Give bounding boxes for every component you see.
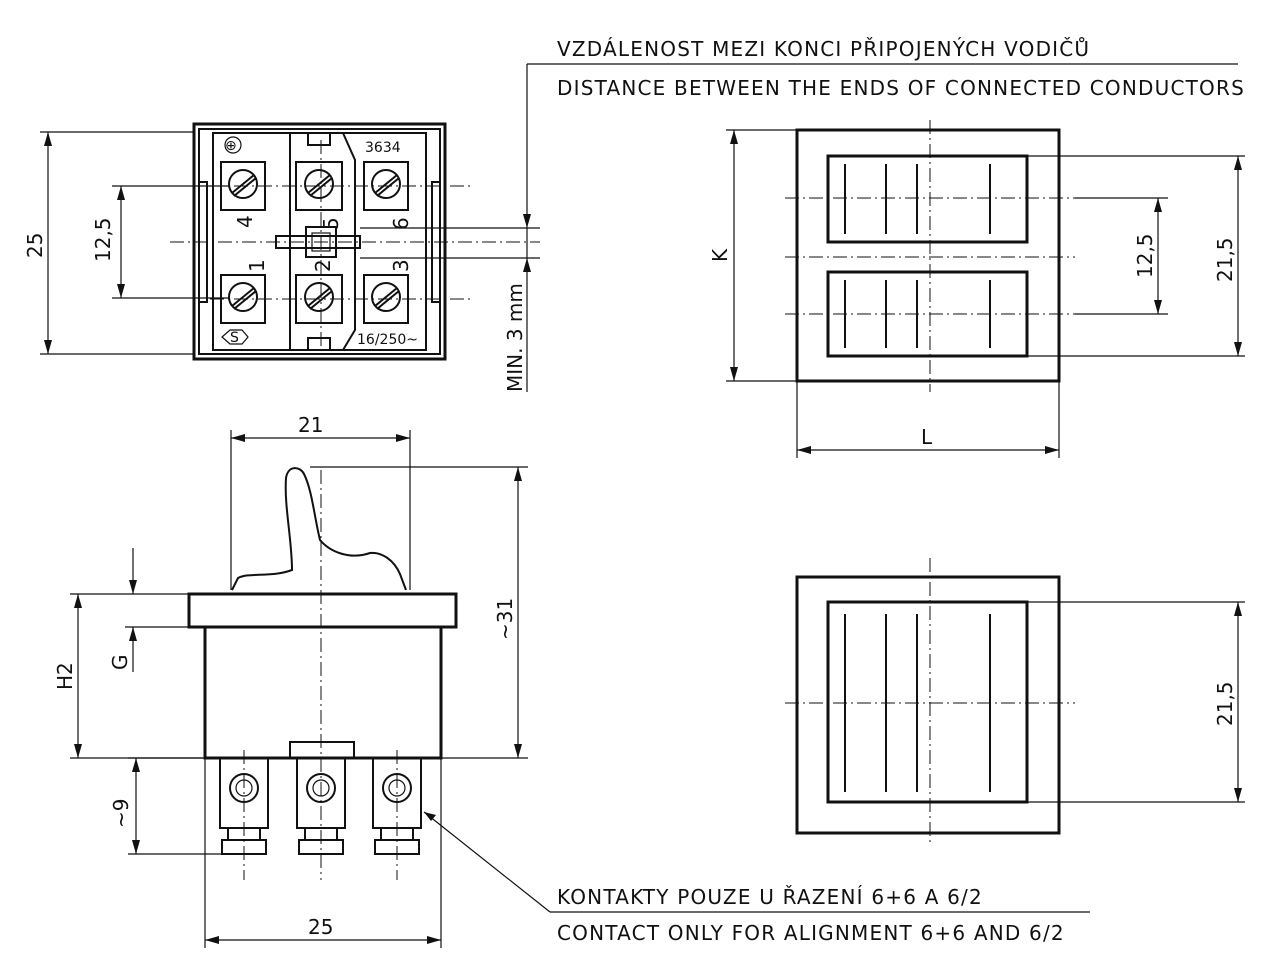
model-number: 3634	[365, 140, 401, 156]
distance-note: VZDÁLENOST MEZI KONCI PŘIPOJENÝCH VODIČŮ…	[526, 37, 1245, 392]
back-view: ⊕ S 3634 16/250~	[23, 122, 540, 392]
contacts-note-cz: KONTAKTY POUZE U ŘAZENÍ 6+6 A 6/2	[557, 885, 983, 909]
terminal-label-1: 1	[245, 259, 269, 272]
top-width-dim: 21	[298, 413, 323, 437]
front-view-double: K L 12,5 21,5	[708, 120, 1245, 458]
terminal-label-2: 2	[311, 259, 335, 272]
front-single-height-dim: 21,5	[1213, 681, 1237, 726]
terminal-label-4: 4	[233, 215, 257, 228]
l-dim: L	[921, 425, 933, 449]
min-distance-dim: MIN. 3 mm	[503, 283, 527, 392]
back-height-dim: 25	[23, 233, 47, 258]
terminal-label-3: 3	[389, 259, 413, 272]
rating-label: 16/250~	[357, 332, 418, 348]
terminal-length-dim: ~9	[109, 799, 133, 828]
contacts-note-en: CONTACT ONLY FOR ALIGNMENT 6+6 AND 6/2	[557, 921, 1065, 945]
g-dim: G	[108, 655, 132, 671]
approval-logo: ⊕	[225, 138, 237, 154]
side-view: 21 ~31 H2 G ~9 25	[53, 413, 528, 948]
front-pitch-dim: 12,5	[1133, 233, 1157, 278]
h2-dim: H2	[53, 662, 77, 690]
svg-text:S: S	[230, 330, 239, 346]
terminal-label-5: 5	[319, 217, 343, 230]
contacts-note: KONTAKTY POUZE U ŘAZENÍ 6+6 A 6/2 CONTAC…	[423, 811, 1090, 945]
k-dim: K	[708, 248, 732, 262]
back-pitch-dim: 12,5	[91, 217, 115, 262]
terminal-label-6: 6	[389, 217, 413, 230]
bottom-width-dim: 25	[308, 915, 333, 939]
front-double-height-dim: 21,5	[1213, 237, 1237, 282]
distance-note-cz: VZDÁLENOST MEZI KONCI PŘIPOJENÝCH VODIČŮ	[557, 37, 1090, 61]
total-height-dim: ~31	[493, 598, 517, 640]
front-view-single: 21,5	[785, 558, 1245, 846]
distance-note-en: DISTANCE BETWEEN THE ENDS OF CONNECTED C…	[557, 76, 1245, 100]
